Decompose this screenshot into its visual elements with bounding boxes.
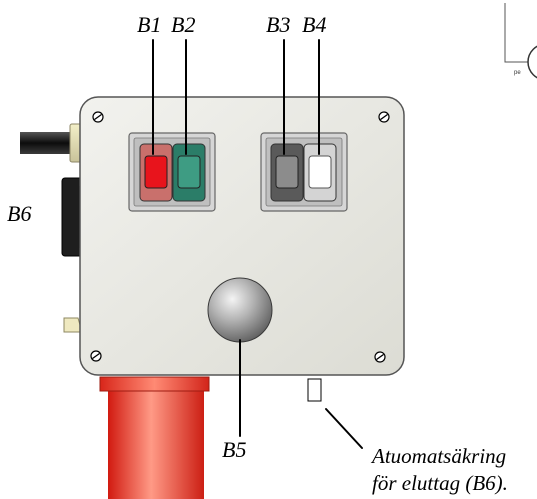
- power-cable: [20, 123, 83, 163]
- screw-top-left: [92, 111, 104, 123]
- fuse-leader-line: [325, 408, 363, 449]
- leader-lines: [152, 39, 363, 449]
- label-b5: B5: [222, 437, 247, 462]
- label-b2: B2: [171, 12, 196, 37]
- b5-knob[interactable]: [207, 277, 273, 343]
- b4-switch-button[interactable]: [303, 143, 337, 202]
- b1-stop-button[interactable]: [139, 143, 173, 202]
- screw-bottom-right: [374, 351, 386, 363]
- screw-top-right: [378, 111, 390, 123]
- label-b6: B6: [7, 201, 32, 226]
- corner-circuit-text: pe: [514, 70, 521, 76]
- label-b4: B4: [302, 12, 327, 37]
- screw-bottom-left: [90, 350, 102, 362]
- corner-circuit-fragment: pe: [504, 3, 537, 79]
- label-b1: B1: [137, 12, 162, 37]
- annotation-line-1: Atuomatsäkring: [372, 444, 507, 468]
- b2-start-button[interactable]: [172, 143, 206, 202]
- b6-socket-plug[interactable]: [99, 376, 210, 499]
- annotation-line-2: för eluttag (B6).: [372, 471, 508, 495]
- label-b3: B3: [266, 12, 291, 37]
- automatic-fuse[interactable]: [307, 378, 322, 402]
- b3-switch-button[interactable]: [270, 143, 304, 202]
